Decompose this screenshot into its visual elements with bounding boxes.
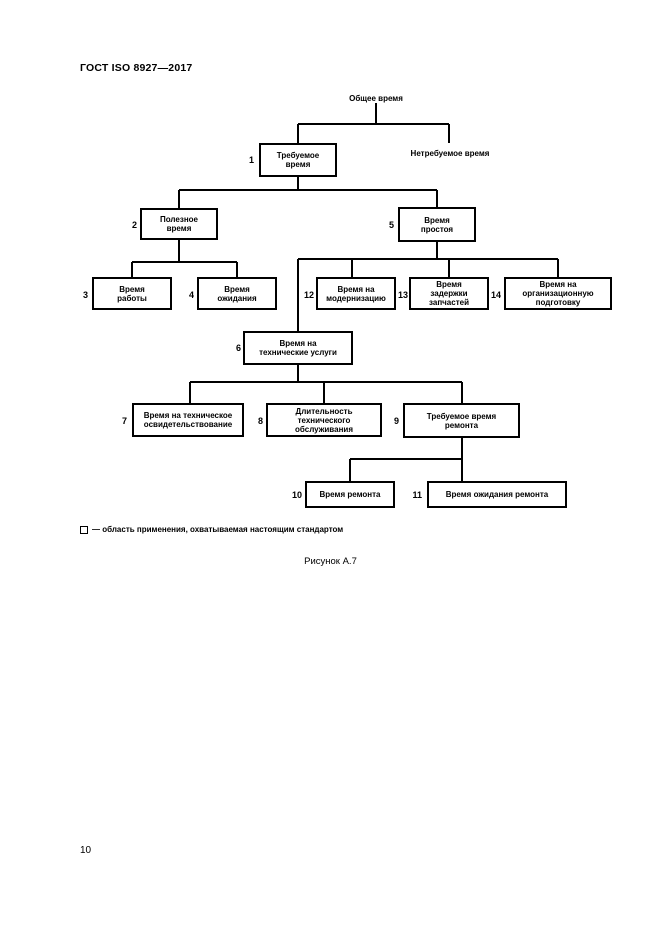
node-total-time: Общее время xyxy=(349,94,403,103)
node-repair-time: Время ремонта xyxy=(305,481,395,508)
figure-caption: Рисунок А.7 xyxy=(304,556,357,567)
node-repair-req-number: 9 xyxy=(393,416,399,426)
node-work-time: Время работы xyxy=(92,277,172,310)
node-parts-time: Время задержки запчастей xyxy=(409,277,489,310)
node-not-required-time: Нетребуемое время xyxy=(410,149,490,158)
node-inspect-time: Время на техническое освидетельствование xyxy=(132,403,244,437)
node-down-time: Время простоя xyxy=(398,207,476,242)
node-tech-time: Время на технические услуги xyxy=(243,331,353,365)
node-repair-wait-number: 11 xyxy=(412,490,422,500)
node-up-time: Полезное время xyxy=(140,208,218,240)
node-repair-wait-time: Время ожидания ремонта xyxy=(427,481,567,508)
node-down-number: 5 xyxy=(388,220,394,230)
page-number: 10 xyxy=(80,845,92,856)
node-org-number: 14 xyxy=(490,290,501,300)
node-up-number: 2 xyxy=(131,220,137,230)
node-required-time: Требуемое время xyxy=(259,143,337,177)
node-repair-required-time: Требуемое время ремонта xyxy=(403,403,520,438)
node-inspect-number: 7 xyxy=(121,416,127,426)
node-service-time: Длительность технического обслуживания xyxy=(266,403,382,437)
node-modern-time: Время на модернизацию xyxy=(316,277,396,310)
node-repair-number: 10 xyxy=(291,490,302,500)
node-parts-number: 13 xyxy=(397,290,408,300)
legend-square-icon xyxy=(80,525,88,534)
legend-text: — область применения, охватываемая насто… xyxy=(92,525,344,534)
node-tech-number: 6 xyxy=(235,343,241,353)
node-required-number: 1 xyxy=(248,155,254,165)
node-wait-time: Время ожидания xyxy=(197,277,277,310)
node-org-time: Время на организационную подготовку xyxy=(504,277,612,310)
document-header: ГОСТ ISO 8927—2017 xyxy=(80,62,193,74)
node-modern-number: 12 xyxy=(303,290,314,300)
node-wait-number: 4 xyxy=(188,290,194,300)
node-work-number: 3 xyxy=(82,290,88,300)
node-service-number: 8 xyxy=(257,416,263,426)
legend: — область применения, охватываемая насто… xyxy=(80,525,343,534)
